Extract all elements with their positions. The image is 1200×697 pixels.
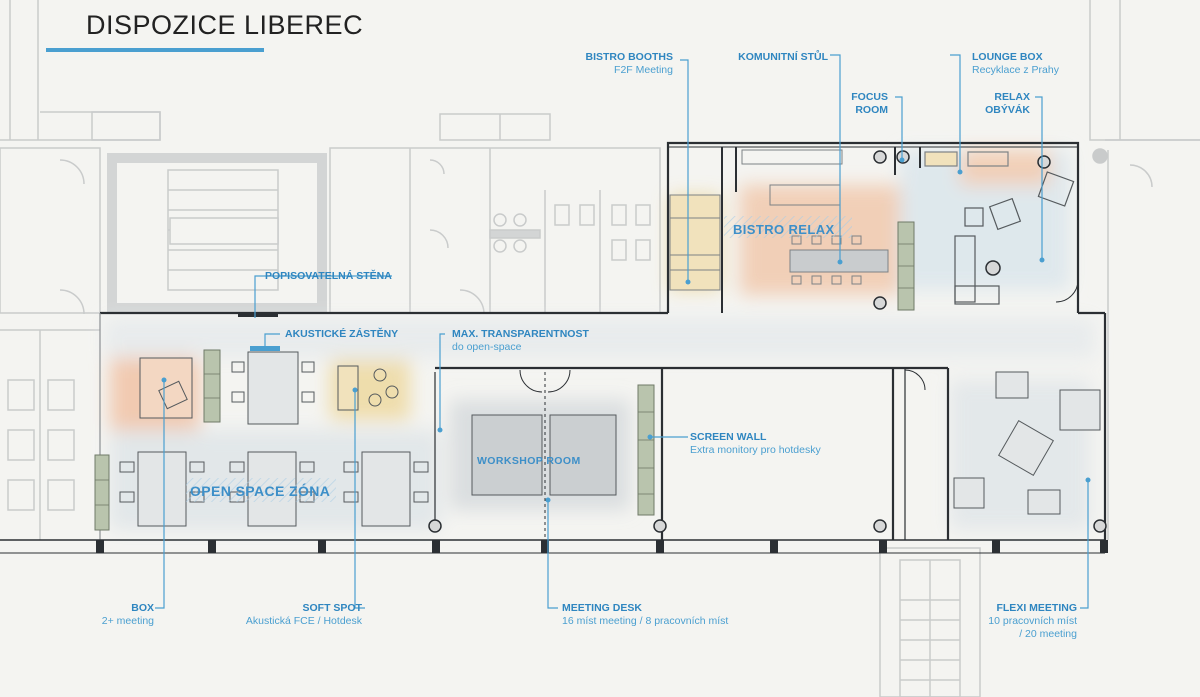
bistro-hatch xyxy=(724,216,852,238)
title-underline xyxy=(46,48,264,52)
page-title: DISPOZICE LIBEREC xyxy=(86,10,364,40)
label-relax: RELAX OBÝVÁK xyxy=(985,91,1030,116)
zone-open-space: OPEN SPACE ZÓNA xyxy=(190,483,331,499)
label-focus-room: FOCUS ROOM xyxy=(851,91,888,116)
open-space-furniture xyxy=(137,351,1101,527)
zone-workshop-room: WORKSHOP ROOM xyxy=(477,455,581,467)
relax-furniture xyxy=(924,151,1075,305)
shelf-divisions xyxy=(95,243,914,506)
label-popisovatelna-stena: POPISOVATELNÁ STĚNA xyxy=(265,270,392,282)
label-bistro-booths: BISTRO BOOTHS F2F Meeting xyxy=(585,51,673,76)
zone-bistro-relax: BISTRO RELAX xyxy=(733,222,835,237)
label-flexi-meeting: FLEXI MEETING 10 pracovních míst / 20 me… xyxy=(988,602,1077,640)
office-walls xyxy=(0,141,1107,554)
plants xyxy=(428,150,1107,533)
label-soft-spot: SOFT SPOT Akustická FCE / Hotdesk xyxy=(245,602,362,627)
columns xyxy=(96,540,1108,553)
bistro-booths xyxy=(669,194,721,291)
label-max-transparentnost: MAX. TRANSPARENTNOST do open-space xyxy=(452,328,589,353)
label-screen-wall: SCREEN WALL Extra monitory pro hotdesky xyxy=(690,431,821,456)
label-meeting-desk: MEETING DESK 16 míst meeting / 8 pracovn… xyxy=(562,602,729,627)
leader-lines xyxy=(155,54,1089,609)
accent-marks xyxy=(238,314,280,351)
label-akusticke-zasteny: AKUSTICKÉ ZÁSTĚNY xyxy=(285,328,399,340)
label-komunitni-stul: KOMUNITNÍ STŮL xyxy=(738,51,828,63)
label-lounge-box: LOUNGE BOX Recyklace z Prahy xyxy=(972,51,1059,76)
openspace-hatch xyxy=(186,478,336,502)
label-box: BOX 2+ meeting xyxy=(101,602,154,627)
leader-dots xyxy=(161,157,1091,503)
